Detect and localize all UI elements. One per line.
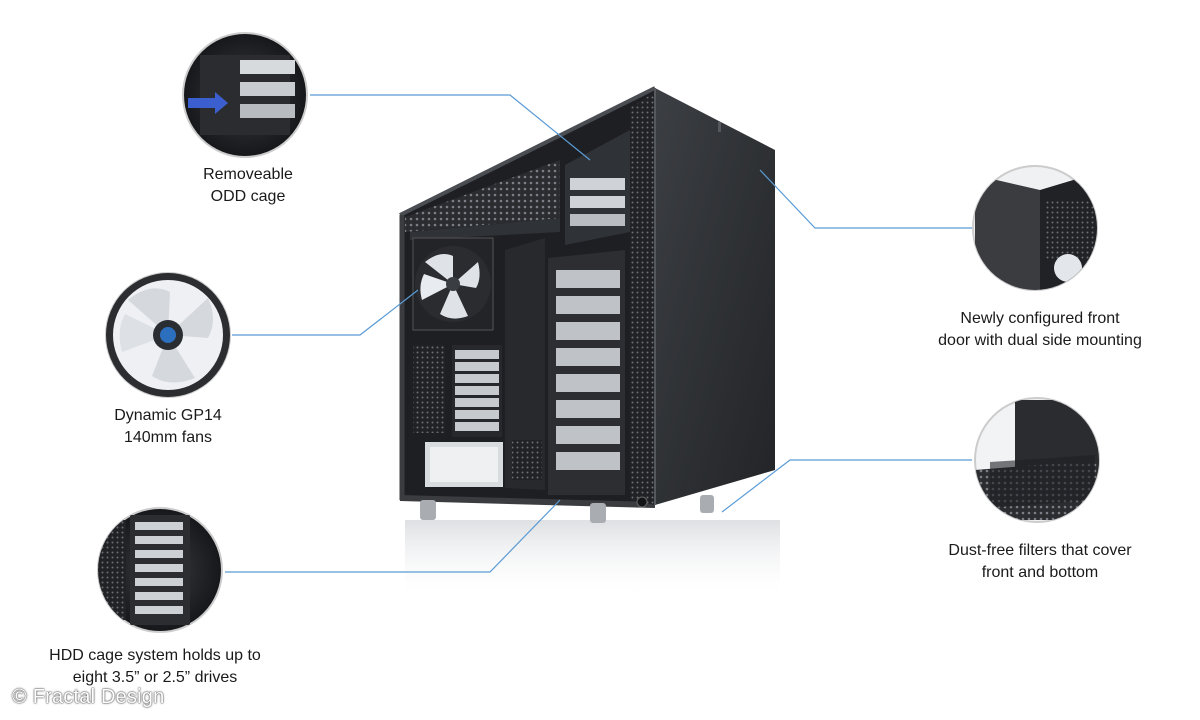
leader-line-filters <box>721 459 972 513</box>
hdd-cages <box>548 250 625 495</box>
callout-odd-cage: Removeable ODD cage <box>203 166 293 205</box>
leader-line-hdd <box>225 499 561 573</box>
leader-lines <box>225 94 972 573</box>
leader-line-front <box>759 169 972 229</box>
callout-filters: Dust-free filters that cover front and b… <box>948 542 1132 581</box>
callout-front-door: Newly configured front door with dual si… <box>938 310 1142 349</box>
thumb-dust-filters <box>974 397 1100 523</box>
rear-fan <box>415 246 491 322</box>
callout-fans: Dynamic GP14 140mm fans <box>114 407 222 446</box>
thumb-odd-cage <box>182 32 308 158</box>
copyright-credit: © Fractal Design <box>12 686 165 708</box>
pci-slots <box>455 350 499 431</box>
leader-line-odd <box>310 94 591 161</box>
floor-reflection <box>405 520 780 600</box>
pc-case <box>399 86 775 523</box>
callout-hdd: HDD cage system holds up to eight 3.5” o… <box>49 647 261 686</box>
thumb-front-door <box>972 165 1098 291</box>
odd-cage <box>565 130 630 245</box>
thumb-hdd-cage <box>97 507 223 633</box>
thumb-fan <box>105 272 231 398</box>
leader-line-fans <box>232 289 419 336</box>
